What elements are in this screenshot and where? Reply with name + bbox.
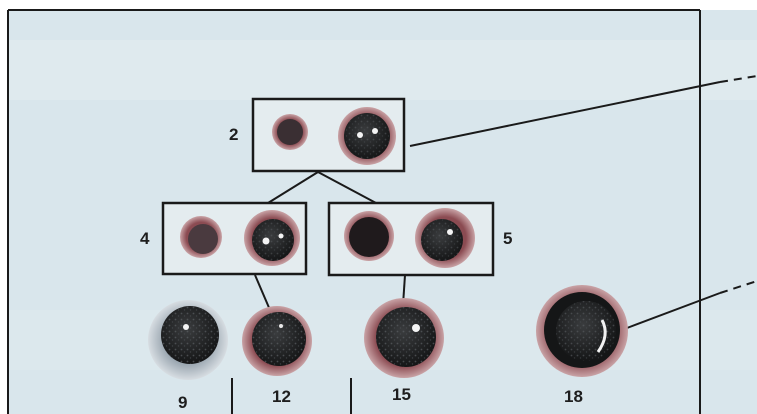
vacuole [263, 238, 270, 245]
nucleolus [183, 324, 189, 330]
group-label-4: 4 [140, 230, 149, 247]
texture-band [8, 40, 757, 100]
cell-18 [536, 285, 628, 377]
dark-cell-nucleus [349, 217, 389, 257]
cell-label-12: 12 [272, 388, 291, 405]
vacuole [279, 234, 284, 239]
vacuole [357, 132, 363, 138]
group-label-5: 5 [503, 230, 512, 247]
chromatin-texture [252, 219, 294, 261]
chromatin-texture [344, 113, 390, 159]
chromatin-texture [421, 219, 463, 261]
chromatin-texture [252, 312, 306, 366]
nucleolus [412, 324, 420, 332]
cell-12 [242, 306, 312, 376]
chromatin-texture [161, 306, 219, 364]
vacuole [372, 128, 378, 134]
group-label-2: 2 [229, 126, 238, 143]
chromatin-texture [556, 301, 616, 361]
cell-label-15: 15 [392, 386, 411, 403]
chromatin-texture [376, 307, 436, 367]
cell-label-18: 18 [564, 388, 583, 405]
vacuole [447, 229, 453, 235]
cell-9 [148, 300, 228, 380]
cell-label-9: 9 [178, 394, 187, 411]
nucleolus [279, 324, 283, 328]
small-cell-nucleus [188, 224, 218, 254]
cell-15 [364, 298, 444, 378]
small-cell-nucleus [277, 119, 303, 145]
